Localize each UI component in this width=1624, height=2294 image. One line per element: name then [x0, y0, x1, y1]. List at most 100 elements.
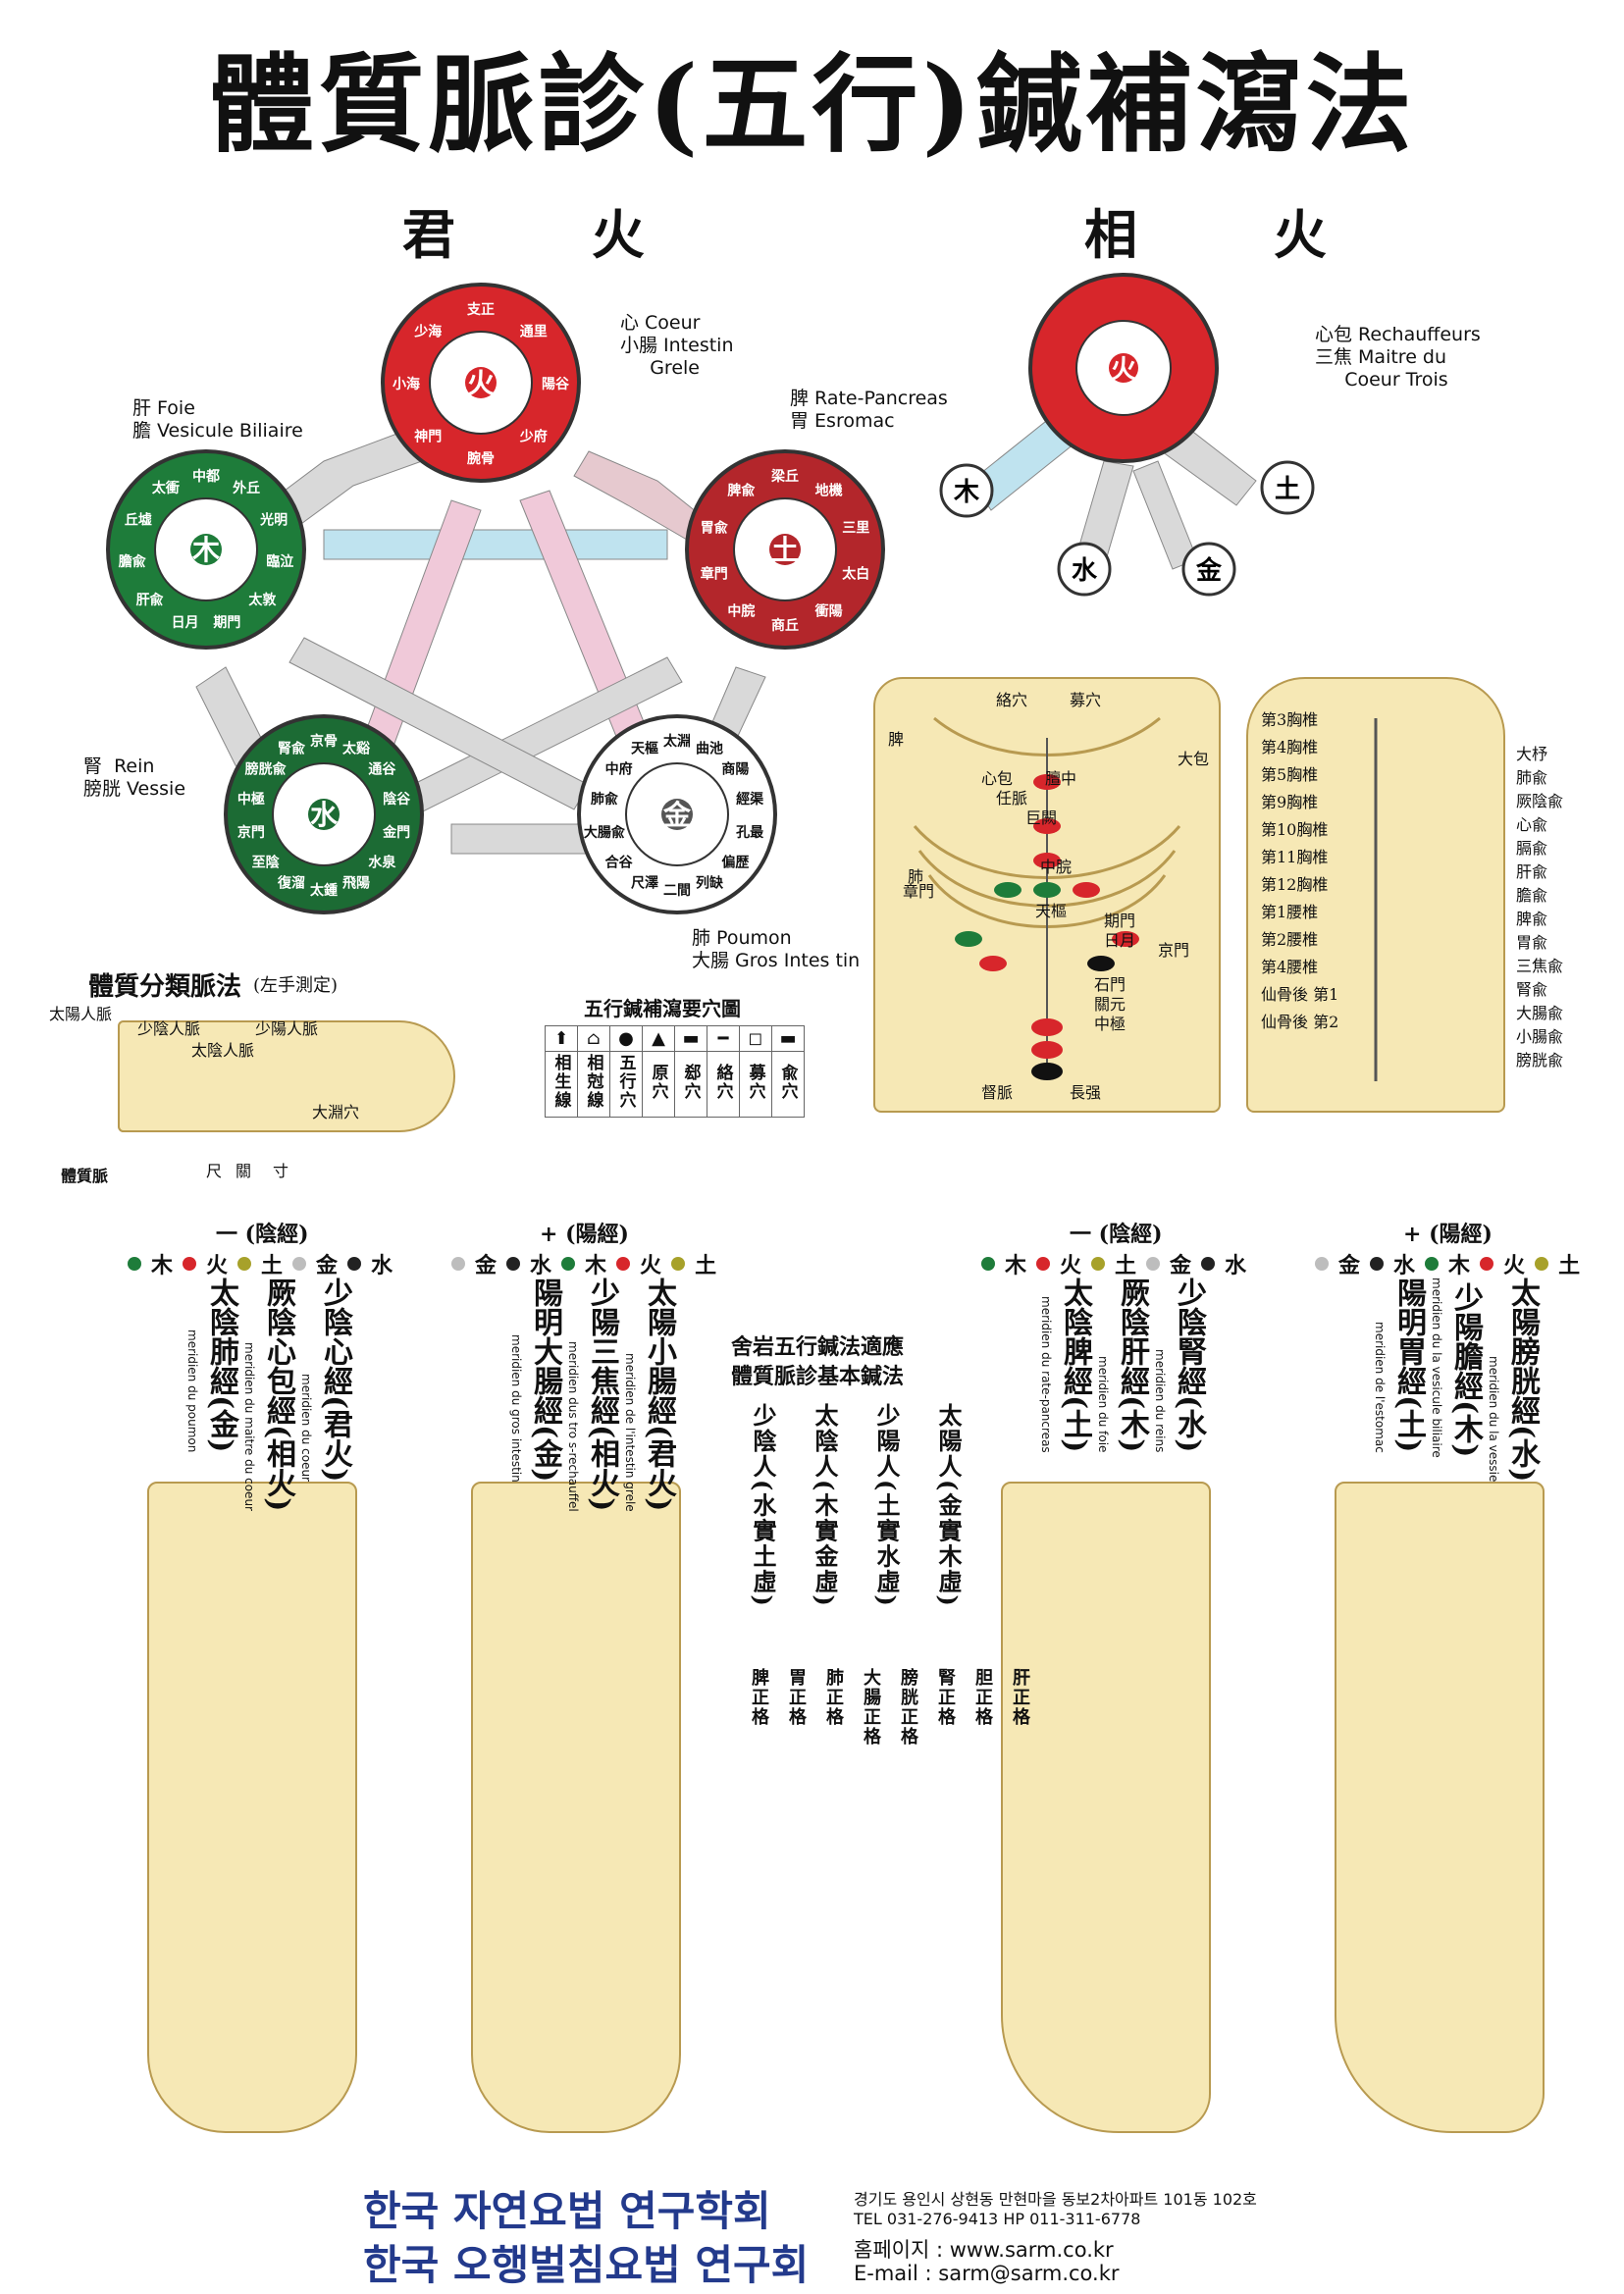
wheel-point-label: 經渠: [736, 791, 764, 808]
wheel-point-label: 少府: [519, 429, 548, 445]
arm-drawing: [147, 1482, 357, 2133]
water-wheel: [224, 714, 424, 914]
element-order-label: 火: [1060, 1253, 1082, 1278]
leg-drawing: [1001, 1482, 1211, 2133]
footer-org-1: 한국 자연요법 연구학회: [363, 2187, 771, 2235]
footer-tel: TEL 031-276-9413 HP 011-311-6778: [854, 2210, 1141, 2228]
element-order-label: 木: [1005, 1253, 1027, 1278]
wheel-point-label: 通谷: [368, 762, 396, 778]
meridian-name: 厥陰肝經(木): [1115, 1277, 1149, 1453]
wheel-point-label: 胃兪: [701, 520, 728, 537]
wheel-point-label: 臨泣: [266, 553, 293, 570]
back-point-label: 三焦兪: [1516, 957, 1564, 975]
torso-front-label: 心包: [981, 769, 1014, 788]
element-dot-icon: [616, 1257, 631, 1271]
back-point-label: 肺兪: [1516, 768, 1548, 787]
torso-front-label: 長强: [1070, 1083, 1102, 1102]
back-point-list: 大杼肺兪厥陰兪心兪膈兪肝兪膽兪脾兪胃兪三焦兪腎兪大腸兪小腸兪膀胱兪: [1516, 741, 1563, 1070]
prescription: 脾正格: [749, 1668, 769, 1727]
element-order-label: 金: [475, 1253, 498, 1278]
element-dot-icon: [451, 1257, 465, 1271]
prescription: 腎正格: [935, 1668, 956, 1727]
back-point-label: 膈兪: [1516, 839, 1548, 858]
torso-front-label: 中脘: [1040, 858, 1073, 876]
torso-front-label: 巨闕: [1025, 808, 1058, 827]
meridian-subtitle: meridien du gros intestin: [509, 1333, 523, 1483]
wheel-point-label: 梁丘: [770, 468, 799, 485]
element-dot-icon: [1091, 1257, 1106, 1271]
meridian-name: 陽明大腸經(金): [528, 1277, 562, 1483]
element-dot-icon: [183, 1257, 197, 1271]
lung-caption: 肺 Poumon 大腸 Gros Intes tin: [692, 927, 861, 971]
vertebra-label: 仙骨後 第1: [1261, 985, 1339, 1004]
wheel-point-label: 太鍾: [310, 882, 338, 899]
back-point-label: 肝兪: [1516, 862, 1548, 881]
element-dot-icon: [506, 1257, 521, 1271]
element-dot-icon: [128, 1257, 141, 1271]
element-order-label: 土: [695, 1253, 717, 1278]
prescription: 肝正格: [1010, 1668, 1030, 1727]
element-dot-icon: [671, 1257, 686, 1271]
wheel-point-label: 膽兪: [119, 553, 146, 570]
five-element-diagram: 火 木 土 水 金 支正通里陽谷少府腕骨神門小海少海中都外丘光明臨泣太敦期門日月…: [106, 283, 885, 914]
legend-symbol: ⬆: [545, 1025, 578, 1052]
wheel-point-label: 中都: [192, 468, 220, 485]
vertebra-label: 仙骨後 第2: [1261, 1013, 1339, 1031]
torso-front-label: 京門: [1158, 941, 1190, 960]
footer-homepage[interactable]: 홈페이지 : www.sarm.co.kr: [854, 2238, 1114, 2262]
wheel-point-label: 陰谷: [383, 791, 411, 808]
torso-front-label: 募穴: [1070, 691, 1102, 709]
meridian-subtitle: meridien du la vessie: [1487, 1356, 1500, 1483]
torso-front-labels: 絡穴募穴心包膻中任脈巨闕中脘期門日月章門京門天樞石門關元中極督脈長强肺大包脾: [888, 687, 1212, 1109]
legend-symbol: ●: [609, 1025, 643, 1052]
header-sanghwa: 相 火: [1084, 203, 1386, 266]
torso-front-label: 期門: [1104, 912, 1136, 930]
legend-symbol: ◻: [739, 1025, 772, 1052]
footer-email[interactable]: E-mail : sarm@sarm.co.kr: [854, 2262, 1120, 2285]
wheel-point-label: 飛陽: [341, 874, 370, 891]
wheel-point-label: 大腸兪: [584, 824, 625, 841]
prescription: 胆正格: [972, 1668, 993, 1727]
legend-label: 絡穴: [707, 1051, 740, 1118]
wheel-point-label: 太谿: [342, 741, 371, 757]
legend-symbol: ▲: [642, 1025, 675, 1052]
rules-title-1: 舍岩五行鍼法適應: [731, 1334, 905, 1360]
back-point-label: 心兪: [1516, 815, 1548, 834]
torso-front-label: 天樞: [1035, 902, 1068, 920]
element-order: 金水木火土: [451, 1248, 716, 1279]
wheel-point-label: 三里: [842, 521, 869, 537]
meridian-subtitle: meridien du maitre du coeur: [242, 1342, 256, 1512]
wheel-point-label: 復溜: [277, 874, 305, 891]
meridian-name: 太陰脾經(土): [1058, 1277, 1092, 1453]
arrow-wood-earth: [323, 529, 668, 560]
wheel-point-label: 外丘: [233, 480, 260, 496]
wheel-point-label: 肝兪: [136, 592, 164, 608]
wheel-point-label: 尺澤: [631, 875, 658, 891]
vertebra-label: 第12胸椎: [1261, 875, 1329, 894]
meridian-subtitle: meridien du la vesicule biliaire: [1430, 1277, 1443, 1458]
torso-front-label: 石門: [1094, 975, 1126, 994]
wheel-point-label: 腕骨: [467, 450, 495, 467]
fire-label: 火: [467, 367, 495, 399]
vertebra-label: 第2腰椎: [1261, 930, 1319, 949]
meridian-subtitle: meridien de l'intestin grele: [623, 1352, 637, 1512]
pulse-label-chon: 寸: [273, 1162, 289, 1180]
meridian-name: 陽明胃經(土): [1391, 1277, 1426, 1453]
wheel-point-label: 中府: [605, 761, 633, 778]
pulse-subtitle: (左手測定): [253, 975, 339, 996]
legend-label: 五行穴: [609, 1051, 643, 1118]
meridian-name-column: meridien du gros intestin 陽明大腸經(金): [509, 1277, 566, 1486]
pulse-label-constitution: 體質脈: [61, 1167, 109, 1185]
wheel-point-label: 陽谷: [542, 376, 570, 392]
element-dot-icon: [292, 1257, 307, 1271]
element-dot-icon: [1315, 1257, 1329, 1271]
meridian-subtitle: meridien du poumon: [185, 1329, 199, 1453]
meridian-subtitle: meridien du foie: [1096, 1355, 1110, 1453]
spine-drawing: [1374, 718, 1378, 1081]
element-dot-icon: [1370, 1257, 1385, 1271]
wheel-point-label: 偏歴: [721, 854, 749, 870]
header-junhwa: 君 火: [402, 203, 704, 266]
back-point-label: 膀胱兪: [1516, 1051, 1564, 1069]
element-order-label: 土: [1115, 1253, 1137, 1278]
wood-label: 木: [191, 534, 220, 566]
